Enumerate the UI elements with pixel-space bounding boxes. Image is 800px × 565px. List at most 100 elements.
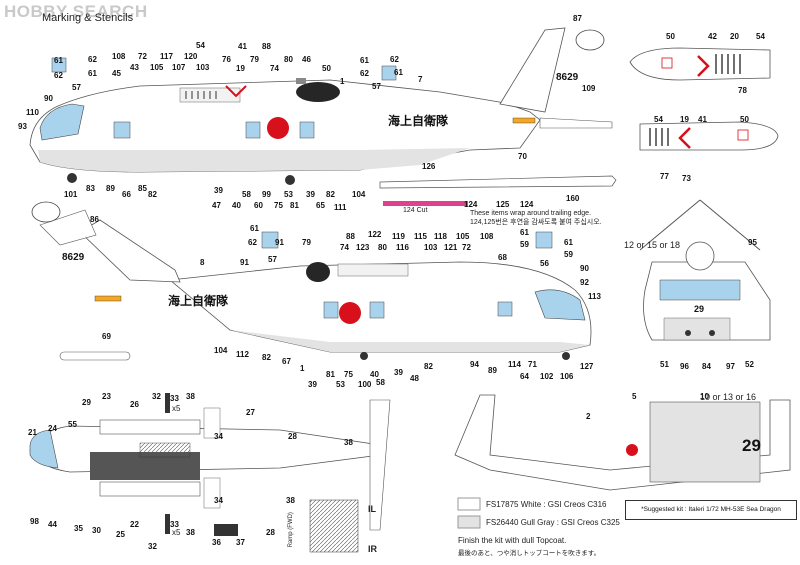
decal-callout-32: 32 <box>152 392 161 401</box>
window <box>299 121 315 139</box>
decal-callout-40: 40 <box>370 370 379 379</box>
tail-fin <box>39 209 97 246</box>
decal-callout-50: 50 <box>666 32 675 41</box>
decal-callout-88: 88 <box>346 232 355 241</box>
rotor-blade <box>379 175 617 206</box>
decal-callout-124: 124 <box>464 200 478 209</box>
watermark: HOBBY SEARCH <box>4 2 148 21</box>
decal-callout-39: 39 <box>308 380 317 389</box>
side-view-right <box>31 201 592 361</box>
decal-callout-61: 61 <box>54 56 63 65</box>
decal-callout-62: 62 <box>88 55 97 64</box>
decal-callout-70: 70 <box>518 152 527 161</box>
decal-callout-51: 51 <box>660 360 669 369</box>
cut-label: 124 Cut <box>403 207 428 214</box>
decal-callout-113: 113 <box>588 292 601 301</box>
front-view <box>639 199 771 341</box>
window-decal <box>535 231 553 249</box>
decal-callout-48: 48 <box>410 374 419 383</box>
decal-callout-34: 34 <box>214 496 223 505</box>
decal-callout-29: 29 <box>82 398 91 407</box>
decal-callout-10: 10 <box>700 392 709 401</box>
decal-callout-89: 89 <box>106 184 115 193</box>
main-wheel <box>285 175 295 185</box>
decal-callout-61: 61 <box>394 68 403 77</box>
decal-callout-122: 122 <box>368 230 382 239</box>
decal-callout-7: 7 <box>418 75 423 84</box>
decal-callout-99: 99 <box>262 190 271 199</box>
stencil-block <box>165 393 170 413</box>
decal-callout-59: 59 <box>564 250 573 259</box>
decal-callout-123: 123 <box>356 243 370 252</box>
decal-callout-76: 76 <box>222 55 231 64</box>
tail-top-view <box>454 394 791 491</box>
decal-callout-21: 21 <box>28 428 37 437</box>
decal-callout-57: 57 <box>372 82 381 91</box>
decal-callout-101: 101 <box>64 190 78 199</box>
decal-callout-79: 79 <box>250 55 259 64</box>
decal-callout-32: 32 <box>148 542 157 551</box>
decal-callout-67: 67 <box>282 357 291 366</box>
hinomaru <box>339 302 361 324</box>
decal-callout-44: 44 <box>48 520 57 529</box>
decal-callout-72: 72 <box>138 52 147 61</box>
decal-callout-8: 8 <box>200 258 205 267</box>
decal-callout-109: 109 <box>582 84 596 93</box>
engine-housing <box>337 263 409 277</box>
decal-callout-97: 97 <box>726 362 735 371</box>
probe-part <box>59 351 131 361</box>
decal-callout-75: 75 <box>344 370 353 379</box>
decal-callout-59: 59 <box>520 240 529 249</box>
decal-callout-64: 64 <box>520 372 529 381</box>
engine-intake <box>296 82 340 102</box>
decal-callout-94: 94 <box>470 360 479 369</box>
decal-callout-89: 89 <box>488 366 497 375</box>
tail-rotor-hub <box>575 29 605 51</box>
decal-callout-73: 73 <box>682 174 691 183</box>
kanji-marking: 海上自衛隊 <box>388 114 449 128</box>
decal-callout-84: 84 <box>702 362 711 371</box>
hinomaru <box>267 117 289 139</box>
window <box>323 301 339 319</box>
decal-callout-68: 68 <box>498 253 507 262</box>
kanji-marking: 海上自衛隊 <box>168 294 229 308</box>
decal-callout-116: 116 <box>396 243 409 252</box>
decal-callout-62: 62 <box>54 71 63 80</box>
cockpit-glass <box>534 289 586 321</box>
stencil-block <box>512 117 536 124</box>
rotor-mast <box>296 78 306 84</box>
decal-callout-114: 114 <box>508 360 521 369</box>
option-label: 12 or 15 or 18 <box>624 240 681 250</box>
decal-callout-19: 19 <box>236 64 245 73</box>
decal-callout-65: 65 <box>316 201 325 210</box>
decal-callout-79: 79 <box>302 238 311 247</box>
decal-callout-103: 103 <box>196 63 210 72</box>
decal-callout-24: 24 <box>48 424 57 433</box>
decal-callout-39: 39 <box>394 368 403 377</box>
decal-callout-1: 1 <box>340 77 345 86</box>
tail-code: 8629 <box>62 252 85 263</box>
tail-fin <box>369 399 391 531</box>
decal-callout-77: 77 <box>660 172 669 181</box>
main-wheel <box>360 352 368 360</box>
hinomaru <box>626 444 638 456</box>
suggested-kit: *Suggested kit : Italeri 1/72 MH-53E Sea… <box>625 500 797 520</box>
engine-pod-bottom <box>639 121 779 151</box>
window <box>497 301 513 317</box>
front-wheel <box>67 173 77 183</box>
decal-callout-41: 41 <box>238 42 247 51</box>
decal-callout-57: 57 <box>72 83 81 92</box>
decal-callout-47: 47 <box>212 201 221 210</box>
decal-callout-54: 54 <box>654 115 663 124</box>
decal-callout-74: 74 <box>270 64 279 73</box>
decal-callout-71: 71 <box>528 360 537 369</box>
decal-callout-41: 41 <box>698 115 707 124</box>
decal-callout-126: 126 <box>422 162 436 171</box>
decal-callout-110: 110 <box>26 108 39 117</box>
decal-callout-81: 81 <box>290 201 299 210</box>
decal-callout-75: 75 <box>274 201 283 210</box>
decal-callout-22: 22 <box>130 520 139 529</box>
decal-callout-57: 57 <box>268 255 277 264</box>
decal-callout-82: 82 <box>326 190 335 199</box>
decal-callout-102: 102 <box>540 372 554 381</box>
